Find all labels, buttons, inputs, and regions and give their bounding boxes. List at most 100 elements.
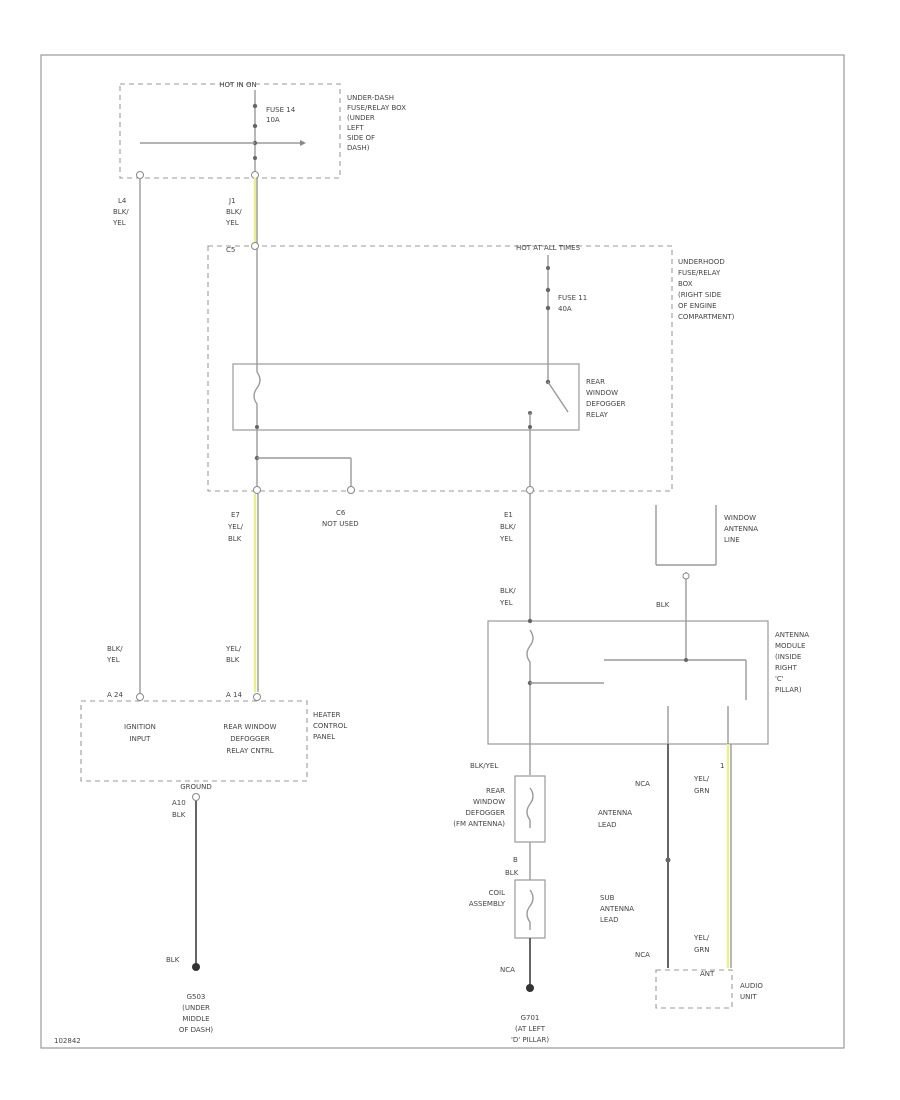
- antenna-module-label-2: MODULE: [775, 642, 805, 650]
- relay-label-3: DEFOGGER: [586, 400, 626, 408]
- antenna-lead-2: LEAD: [598, 821, 617, 829]
- audio-unit-box: [655, 969, 733, 1009]
- nca-b-label: NCA: [635, 951, 650, 959]
- terminal-a10: [192, 793, 200, 801]
- terminal-c6: [347, 486, 355, 494]
- terminal-e7: [253, 486, 261, 494]
- blk-yel-a-2: YEL: [106, 656, 120, 664]
- coil-label-1: COIL: [489, 889, 505, 897]
- audio-unit-1: AUDIO: [740, 982, 763, 990]
- antenna-module-label-1: ANTENNA: [775, 631, 809, 639]
- rear-window-ctrl-3: RELAY CNTRL: [226, 747, 273, 755]
- underdash-box-label-6: DASH): [347, 144, 370, 152]
- yel-blk-a-1: YEL/: [225, 645, 242, 653]
- conn-e7-color1: YEL/: [227, 523, 244, 531]
- window-antenna-label-3: LINE: [724, 536, 740, 544]
- fuse14-amps: 10A: [266, 116, 280, 124]
- terminal-a14: [253, 693, 261, 701]
- g503-label-1: G503: [187, 993, 206, 1001]
- yel-grn-b-1: YEL/: [693, 934, 710, 942]
- ground-g503-icon: [192, 963, 200, 971]
- wire-l4-color2: YEL: [112, 219, 126, 227]
- fuse11-label: FUSE 11: [558, 294, 587, 302]
- blk-g-label: BLK: [166, 956, 180, 964]
- heater-panel-label-1: HEATER: [313, 711, 341, 719]
- ignition-input-1: IGNITION: [124, 723, 156, 731]
- terminal-a24: [136, 693, 144, 701]
- wire-j1-color1: BLK/: [226, 208, 242, 216]
- relay-label-2: WINDOW: [586, 389, 618, 397]
- fuse11-bottom: [545, 305, 551, 311]
- fuse14-label: FUSE 14: [266, 106, 296, 114]
- hot-at-all-times-label: HOT AT ALL TIMES: [516, 244, 581, 252]
- junction-dot: [527, 618, 533, 624]
- g503-label-4: OF DASH): [179, 1026, 214, 1034]
- heater-panel-label-3: PANEL: [313, 733, 335, 741]
- yel-grn-a-1: YEL/: [693, 775, 710, 783]
- junction-dot: [255, 425, 259, 429]
- blk-yel-a-1: BLK/: [107, 645, 123, 653]
- wire-j1-id: J1: [228, 197, 236, 205]
- conn-c5-label: C5: [226, 246, 235, 254]
- fuse14-bottom: [252, 123, 258, 129]
- underdash-box-label-4: LEFT: [347, 124, 364, 132]
- nca-label: NCA: [635, 780, 650, 788]
- junction-dot: [546, 266, 550, 270]
- window-antenna-label-1: WINDOW: [724, 514, 756, 522]
- fuse11-top: [545, 287, 551, 293]
- module-coil: [526, 629, 534, 670]
- underhood-box-label-5: OF ENGINE: [678, 302, 717, 310]
- window-antenna-label-2: ANTENNA: [724, 525, 758, 533]
- g701-label-2: (AT LEFT: [515, 1025, 546, 1033]
- defogger-label-1: REAR: [486, 787, 505, 795]
- yel-grn-a-2: GRN: [694, 787, 710, 795]
- antenna-module-box: [487, 620, 769, 745]
- g503-label-2: (UNDER: [182, 1004, 210, 1012]
- underhood-box-label-2: FUSE/RELAY: [678, 269, 721, 277]
- terminal-antenna: [682, 572, 690, 580]
- blk-b: BLK: [505, 869, 519, 877]
- ignition-input-2: INPUT: [130, 735, 152, 743]
- pin-1: 1: [720, 762, 724, 770]
- defogger-label-2: WINDOW: [473, 798, 505, 806]
- underhood-box-label-4: (RIGHT SIDE: [678, 291, 721, 299]
- coil-element: [526, 889, 534, 930]
- pin-b: B: [513, 856, 518, 864]
- fuse11-amps: 40A: [558, 305, 572, 313]
- ant-label: ANT: [700, 970, 715, 978]
- defogger-label-3: DEFOGGER: [466, 809, 506, 817]
- ground-label: GROUND: [180, 783, 212, 791]
- wire-l4-color1: BLK/: [113, 208, 129, 216]
- underhood-fuse-box: [207, 245, 673, 492]
- a10-id: A10: [172, 799, 186, 807]
- relay-label-4: RELAY: [586, 411, 609, 419]
- junction-dot: [528, 425, 532, 429]
- underdash-fuse-box: [119, 83, 341, 179]
- junction-dot: [684, 658, 688, 662]
- underhood-box-label-1: UNDERHOOD: [678, 258, 725, 266]
- conn-e7-color2: BLK: [228, 535, 242, 543]
- antenna-module-label-5: 'C': [775, 675, 784, 683]
- nca-g: NCA: [500, 966, 515, 974]
- rear-window-defogger-box: [514, 775, 546, 843]
- terminal-e1: [526, 486, 534, 494]
- underhood-box-label-6: COMPARTMENT): [678, 313, 735, 321]
- conn-e1-id: E1: [504, 511, 513, 519]
- rear-window-ctrl-2: DEFOGGER: [230, 735, 270, 743]
- antenna-module-label-6: PILLAR): [775, 686, 802, 694]
- underdash-box-label-5: SIDE OF: [347, 134, 375, 142]
- terminal-j1: [251, 171, 259, 179]
- arrow-right-icon: [300, 140, 306, 146]
- conn-e1-color2: YEL: [499, 535, 513, 543]
- conn-e1-color1: BLK/: [500, 523, 516, 531]
- g503-label-3: MIDDLE: [182, 1015, 209, 1023]
- relay-coil: [253, 371, 261, 412]
- figure-id: 102842: [54, 1037, 81, 1045]
- audio-unit-2: UNIT: [740, 993, 757, 1001]
- blk-yel-b-2: YEL: [499, 599, 513, 607]
- blk-label: BLK: [656, 601, 670, 609]
- terminal-l4: [136, 171, 144, 179]
- ground-g701-icon: [526, 984, 534, 992]
- conn-e7-id: E7: [231, 511, 240, 519]
